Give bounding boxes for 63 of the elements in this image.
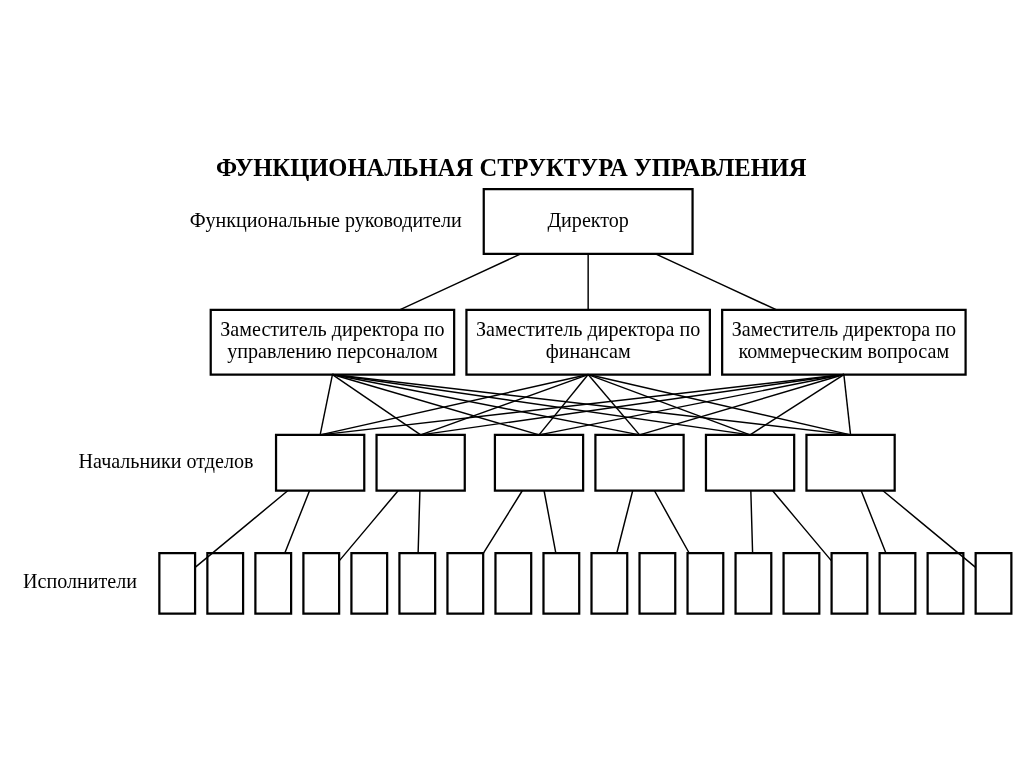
connector xyxy=(748,373,845,436)
connector xyxy=(615,490,633,554)
label: Исполнители xyxy=(22,570,137,593)
connector xyxy=(419,373,589,436)
node-box xyxy=(205,552,244,615)
node-box xyxy=(829,552,868,615)
node-box xyxy=(733,552,772,615)
node-box xyxy=(157,552,196,615)
connector xyxy=(398,253,521,311)
node-box xyxy=(974,552,1012,615)
node-box: Заместитель директора по управлению персоналом xyxy=(209,308,455,376)
node-box xyxy=(593,433,685,492)
connector xyxy=(331,373,540,436)
connector xyxy=(771,490,832,562)
node-box xyxy=(878,552,916,615)
connector xyxy=(654,253,777,311)
connector xyxy=(482,490,523,555)
node-box: Заместитель директора по коммерческим вопросам xyxy=(720,308,967,376)
connector xyxy=(331,373,421,436)
connector xyxy=(416,490,421,554)
connector xyxy=(860,490,887,554)
connector xyxy=(318,373,333,436)
node-box xyxy=(704,433,795,492)
connector xyxy=(283,490,310,554)
connector xyxy=(638,373,845,436)
node-box xyxy=(926,552,964,615)
label: Функциональные руководители xyxy=(189,208,462,231)
connector xyxy=(537,373,845,436)
node-box xyxy=(493,433,584,492)
node-box xyxy=(685,552,724,615)
connector xyxy=(193,490,288,569)
connector xyxy=(586,373,640,436)
connector xyxy=(842,373,851,436)
node-box xyxy=(301,552,340,615)
connector xyxy=(586,253,589,311)
connector xyxy=(419,373,845,436)
node-box xyxy=(397,552,436,615)
connector xyxy=(537,373,589,436)
connector xyxy=(586,373,751,436)
node-box xyxy=(374,433,466,492)
node-box: Заместитель директора по финансам xyxy=(464,308,711,376)
connector xyxy=(331,373,751,436)
node-box xyxy=(349,552,388,615)
connector xyxy=(318,373,589,436)
node-box xyxy=(804,433,896,492)
connector xyxy=(338,490,399,562)
label: Начальники отделов xyxy=(78,449,254,472)
node-box xyxy=(541,552,580,615)
connector xyxy=(586,373,851,436)
diagram-title: ФУНКЦИОНАЛЬНАЯ СТРУКТУРА УПРАВЛЕНИЯ xyxy=(215,154,807,182)
connector xyxy=(881,490,976,569)
node-box xyxy=(253,552,292,615)
node-box xyxy=(445,552,484,615)
connector xyxy=(653,490,690,554)
connector xyxy=(331,373,640,436)
node-box xyxy=(589,552,628,615)
node-box xyxy=(637,552,676,615)
node-box xyxy=(274,433,365,492)
connector xyxy=(749,490,753,554)
connector xyxy=(542,490,557,554)
node-box xyxy=(781,552,820,615)
node-box xyxy=(493,552,532,615)
node-box: Директор xyxy=(482,188,694,256)
